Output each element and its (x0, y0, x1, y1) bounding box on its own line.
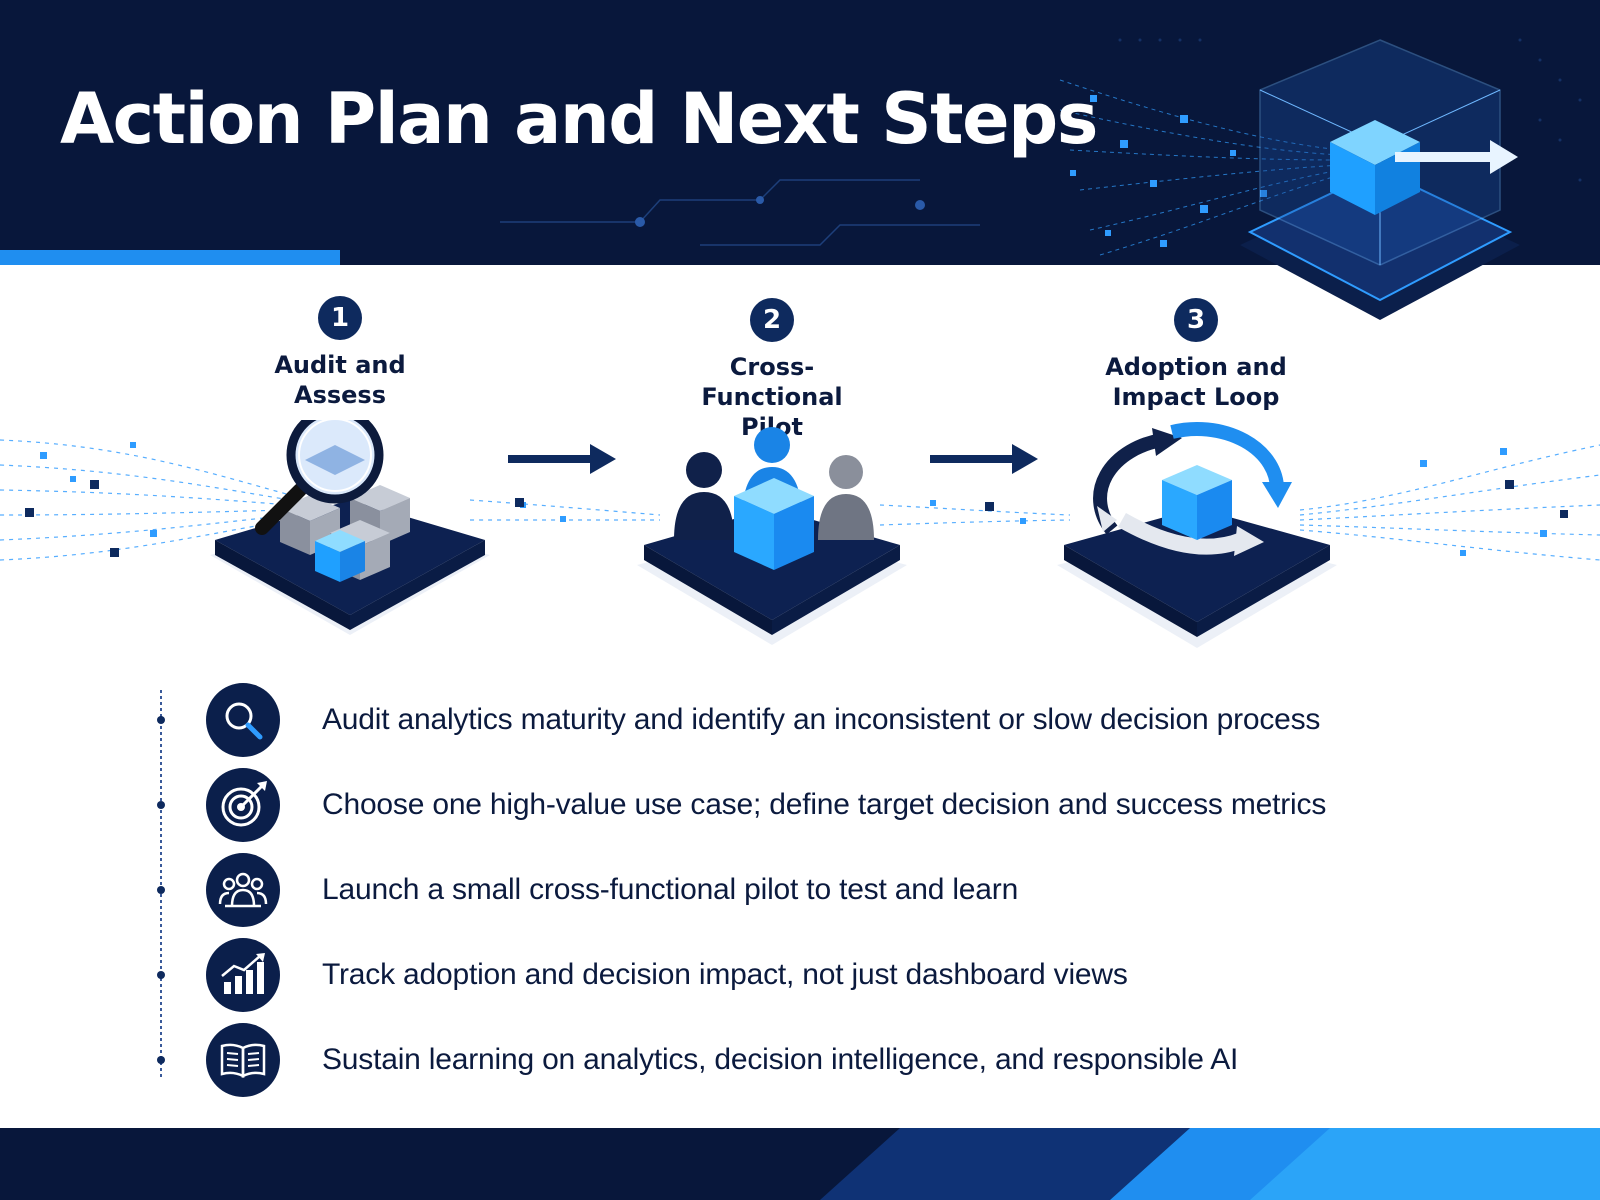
action-text: Sustain learning on analytics, decision … (322, 1043, 1239, 1076)
step-title: Audit and Assess (274, 351, 406, 409)
action-text: Track adoption and decision impact, not … (322, 958, 1128, 991)
step-title: Adoption and Impact Loop (1105, 353, 1287, 411)
rail-dot (157, 971, 165, 979)
action-item: Audit analytics maturity and identify an… (206, 683, 1320, 757)
cycle-arrows-cube-icon (1057, 422, 1337, 648)
action-item: Choose one high-value use case; define t… (206, 768, 1326, 842)
header-accent-stripe (0, 250, 340, 265)
magnifier-over-cubes-icon (210, 420, 490, 635)
header-circuit-graphic (500, 38, 1582, 256)
step-adoption-and-impact-loop: 3 Adoption and Impact Loop (1036, 298, 1356, 412)
action-text: Launch a small cross-functional pilot to… (322, 873, 1019, 906)
step-number-badge: 1 (318, 296, 362, 340)
step-title: Cross-Functional Pilot (701, 353, 843, 441)
data-flow-lines (0, 439, 1600, 561)
team-icon (206, 853, 280, 927)
checklist-rail (160, 690, 162, 1080)
footer-banner (0, 1128, 1600, 1200)
step-number-badge: 2 (750, 298, 794, 342)
search-icon (206, 683, 280, 757)
rail-dot (157, 1056, 165, 1064)
step-number-badge: 3 (1174, 298, 1218, 342)
flow-arrow-2-to-3 (930, 440, 1040, 484)
action-text: Audit analytics maturity and identify an… (322, 703, 1321, 736)
rail-dot (157, 716, 165, 724)
action-item: Track adoption and decision impact, not … (206, 938, 1128, 1012)
rail-dot (157, 886, 165, 894)
footer-accent-shapes (820, 1128, 1600, 1200)
book-icon (206, 1023, 280, 1097)
page-title: Action Plan and Next Steps (60, 78, 1098, 160)
header-banner: Action Plan and Next Steps (0, 0, 1600, 265)
team-with-cube-icon (637, 427, 907, 645)
action-item: Launch a small cross-functional pilot to… (206, 853, 1018, 927)
action-text: Choose one high-value use case; define t… (322, 788, 1327, 821)
target-icon (206, 768, 280, 842)
rail-dot (157, 801, 165, 809)
growth-chart-icon (206, 938, 280, 1012)
flow-arrow-1-to-2 (508, 440, 618, 484)
action-item: Sustain learning on analytics, decision … (206, 1023, 1238, 1097)
step-audit-and-assess: 1 Audit and Assess (180, 296, 500, 410)
step-cross-functional-pilot: 2 Cross-Functional Pilot (612, 298, 932, 442)
hero-glass-cube-icon (1240, 39, 1520, 320)
